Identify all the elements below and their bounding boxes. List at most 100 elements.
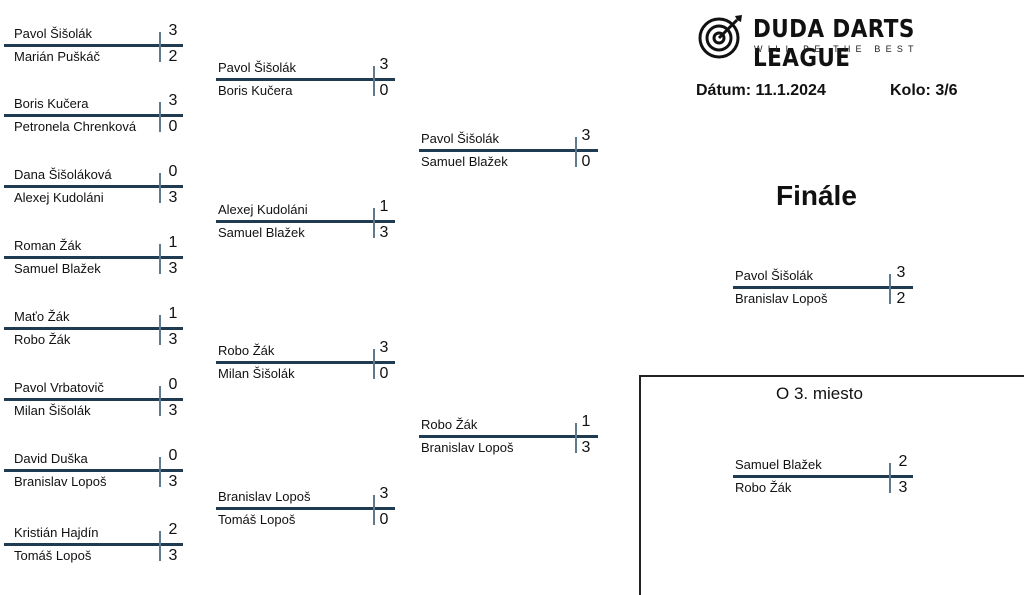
player-name: Petronela Chrenková (14, 119, 137, 134)
player-name: Tomáš Lopoš (14, 548, 92, 563)
match-line (4, 398, 183, 401)
player-name: Samuel Blažek (735, 457, 822, 472)
round1-match-1: Pavol Šišolák Marián Puškáč 3 2 (4, 22, 183, 68)
player-name: Pavol Šišolák (735, 268, 814, 283)
player-score: 0 (581, 153, 591, 170)
round1-match-4: Roman Žák Samuel Blažek 1 3 (4, 234, 183, 280)
player-name: Samuel Blažek (14, 261, 101, 276)
match-line (4, 185, 183, 188)
player-score: 0 (168, 447, 178, 464)
final-heading: Finále (776, 180, 857, 211)
score-divider (575, 423, 577, 453)
player-name: Pavol Vrbatovič (14, 380, 104, 395)
player-name: Maťo Žák (14, 309, 70, 324)
player-name: Pavol Šišolák (14, 26, 93, 41)
league-subtitle: WILL BE THE BEST (754, 44, 919, 54)
round1-match-7: David Duška Branislav Lopoš 0 3 (4, 447, 183, 493)
match-line (4, 44, 183, 47)
dartboard-with-dart-icon (698, 15, 742, 59)
player-score: 3 (898, 479, 908, 496)
score-divider (159, 457, 161, 487)
player-name: Branislav Lopoš (14, 474, 107, 489)
round2-match-3: Robo Žák Milan Šišolák 3 0 (216, 339, 395, 385)
match-line (4, 256, 183, 259)
player-score: 3 (379, 339, 389, 356)
score-divider (889, 463, 891, 493)
score-divider (159, 244, 161, 274)
player-score: 0 (379, 82, 389, 99)
match-line (419, 435, 598, 438)
score-divider (575, 137, 577, 167)
score-divider (159, 32, 161, 62)
player-name: Robo Žák (218, 343, 275, 358)
player-name: Robo Žák (421, 417, 478, 432)
player-name: Boris Kučera (218, 83, 293, 98)
player-name: Alexej Kudoláni (14, 190, 104, 205)
player-name: Roman Žák (14, 238, 82, 253)
round2-match-4: Branislav Lopoš Tomáš Lopoš 3 0 (216, 485, 395, 531)
round2-match-2: Alexej Kudoláni Samuel Blažek 1 3 (216, 198, 395, 244)
player-score: 0 (168, 163, 178, 180)
player-score: 1 (581, 413, 591, 430)
score-divider (159, 386, 161, 416)
match-line (733, 475, 913, 478)
player-name: Pavol Šišolák (421, 131, 500, 146)
match-line (4, 469, 183, 472)
match-line (4, 114, 183, 117)
player-score: 3 (168, 331, 178, 348)
score-divider (373, 208, 375, 238)
score-divider (373, 349, 375, 379)
player-name: Pavol Šišolák (218, 60, 297, 75)
player-score: 2 (898, 453, 908, 470)
third-place-match: Samuel Blažek Robo Žák 2 3 (733, 453, 913, 499)
league-title: DUDA DARTS LEAGUE (753, 14, 915, 72)
player-name: David Duška (14, 451, 88, 466)
player-name: Samuel Blažek (421, 154, 508, 169)
score-divider (373, 66, 375, 96)
round1-match-3: Dana Šišoláková Alexej Kudoláni 0 3 (4, 163, 183, 209)
player-score: 3 (581, 439, 591, 456)
round-label: Kolo: 3/6 (890, 82, 958, 99)
player-score: 0 (168, 376, 178, 393)
player-score: 1 (168, 305, 178, 322)
final-match: Pavol Šišolák Branislav Lopoš 3 2 (733, 264, 913, 310)
player-score: 3 (896, 264, 906, 281)
player-score: 3 (168, 260, 178, 277)
player-name: Kristián Hajdín (14, 525, 99, 540)
score-divider (889, 274, 891, 304)
date-label: Dátum: 11.1.2024 (696, 82, 826, 99)
round1-match-6: Pavol Vrbatovič Milan Šišolák 0 3 (4, 376, 183, 422)
score-divider (159, 315, 161, 345)
player-name: Alexej Kudoláni (218, 202, 308, 217)
match-line (4, 543, 183, 546)
match-line (419, 149, 598, 152)
player-score: 2 (896, 290, 906, 307)
round1-match-5: Maťo Žák Robo Žák 1 3 (4, 305, 183, 351)
round2-match-1: Pavol Šišolák Boris Kučera 3 0 (216, 56, 395, 102)
match-line (216, 78, 395, 81)
player-name: Marián Puškáč (14, 49, 100, 64)
player-score: 3 (168, 402, 178, 419)
player-score: 2 (168, 48, 178, 65)
player-name: Samuel Blažek (218, 225, 305, 240)
player-name: Branislav Lopoš (735, 291, 828, 306)
player-name: Robo Žák (14, 332, 71, 347)
third-place-panel (639, 375, 1024, 595)
player-score: 3 (379, 224, 389, 241)
player-score: 0 (168, 118, 178, 135)
player-score: 0 (379, 511, 389, 528)
player-score: 0 (379, 365, 389, 382)
player-score: 3 (168, 473, 178, 490)
match-line (216, 220, 395, 223)
player-name: Milan Šišolák (14, 403, 91, 418)
semifinal-match-1: Pavol Šišolák Samuel Blažek 3 0 (419, 127, 598, 173)
player-score: 3 (168, 547, 178, 564)
player-score: 3 (168, 92, 178, 109)
player-score: 3 (379, 485, 389, 502)
player-score: 3 (581, 127, 591, 144)
player-score: 3 (168, 189, 178, 206)
score-divider (159, 173, 161, 203)
player-name: Boris Kučera (14, 96, 89, 111)
player-score: 1 (168, 234, 178, 251)
player-score: 3 (379, 56, 389, 73)
